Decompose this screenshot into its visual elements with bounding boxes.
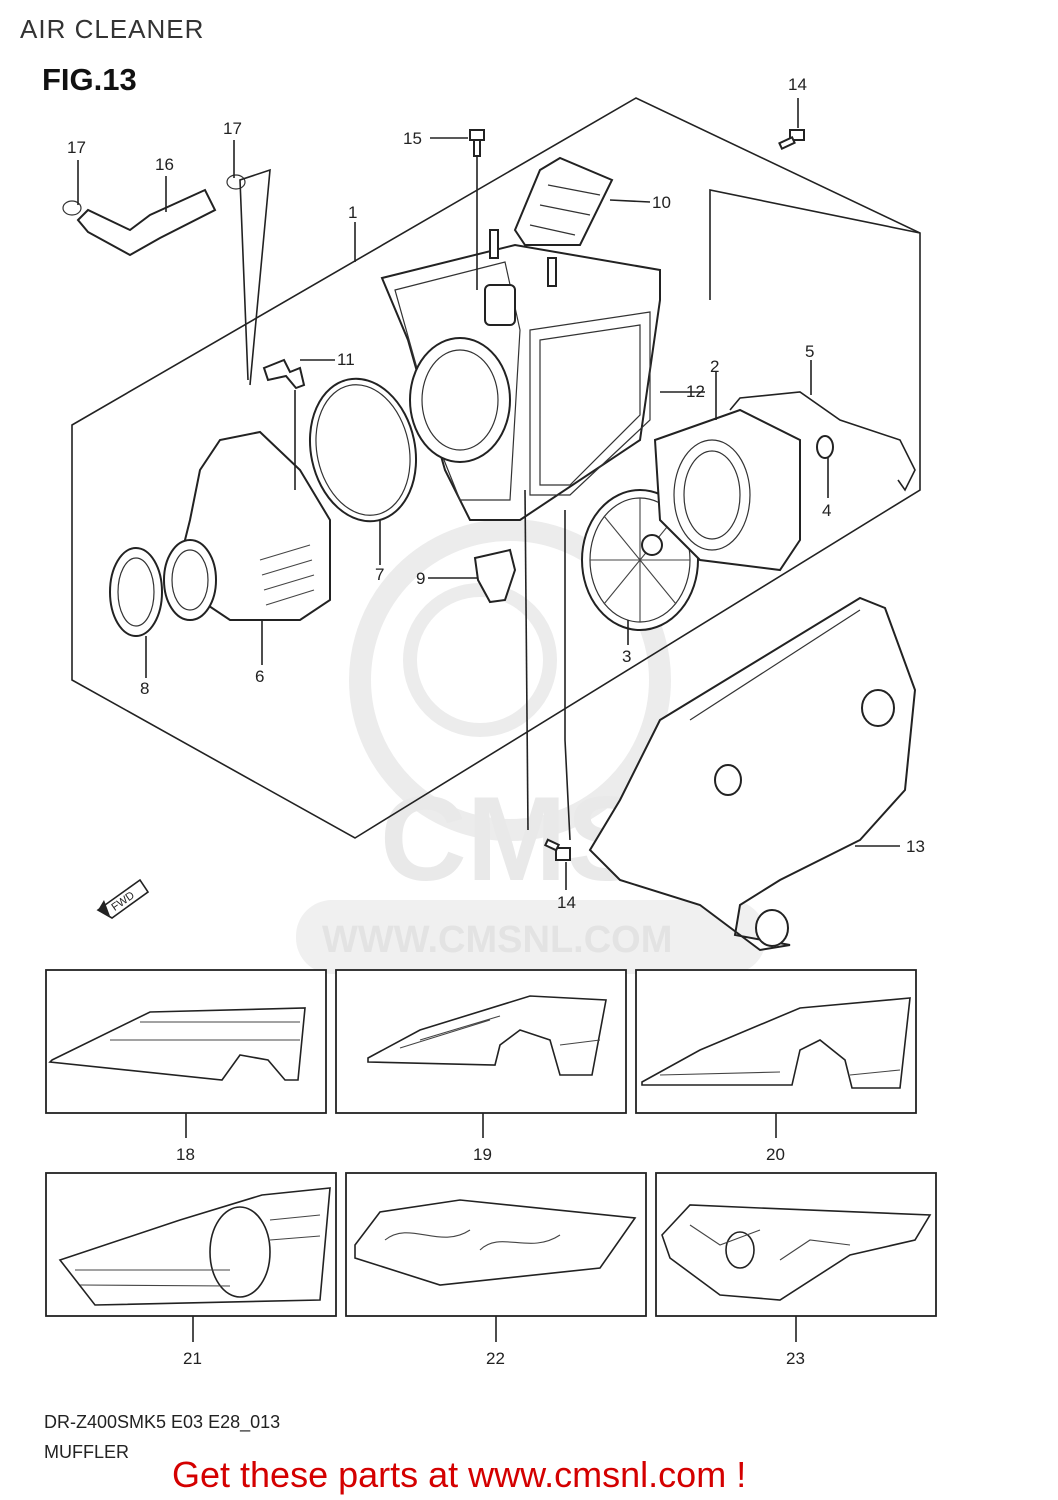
callout-11: 11 bbox=[337, 350, 355, 369]
callout-17-right: 17 bbox=[223, 119, 242, 138]
callout-4: 4 bbox=[822, 501, 831, 520]
decal-18: 18 bbox=[45, 969, 327, 1164]
side-cover bbox=[588, 596, 917, 952]
callout-2: 2 bbox=[710, 357, 719, 376]
breather-hose bbox=[62, 174, 246, 257]
decal-20-label: 20 bbox=[766, 1145, 785, 1164]
retainer-wire bbox=[729, 391, 916, 492]
leader-lines bbox=[77, 98, 921, 890]
callout-9: 9 bbox=[416, 569, 425, 588]
callout-10: 10 bbox=[652, 193, 671, 212]
callout-6: 6 bbox=[255, 667, 264, 686]
decal-21-label: 21 bbox=[183, 1349, 202, 1368]
next-section-link[interactable]: MUFFLER bbox=[44, 1442, 129, 1462]
callout-15: 15 bbox=[403, 129, 422, 148]
decal-23-label: 23 bbox=[786, 1349, 805, 1368]
intake-boot bbox=[513, 156, 614, 246]
decal-22-label: 22 bbox=[486, 1349, 505, 1368]
callout-12: 12 bbox=[686, 382, 705, 401]
callout-17-left: 17 bbox=[67, 138, 86, 157]
page-title: AIR CLEANER bbox=[20, 14, 205, 44]
watermark-url: WWW.CMSNL.COM bbox=[322, 919, 672, 961]
callout-5: 5 bbox=[805, 342, 814, 361]
hose-clamp bbox=[109, 547, 163, 637]
bolt-15 bbox=[469, 129, 485, 157]
bolt-14-upper bbox=[778, 129, 805, 151]
figure-label: FIG.13 bbox=[42, 62, 137, 97]
model-code: DR-Z400SMK5 E03 E28_013 bbox=[44, 1412, 281, 1432]
fwd-arrow-icon: FWD bbox=[96, 878, 150, 919]
callout-14-lower: 14 bbox=[557, 893, 576, 912]
intake-tube bbox=[163, 430, 331, 621]
callout-8: 8 bbox=[140, 679, 149, 698]
callout-1: 1 bbox=[348, 203, 357, 222]
decal-18-label: 18 bbox=[176, 1145, 195, 1164]
grommet bbox=[816, 435, 834, 459]
elbow-fitting bbox=[262, 358, 306, 390]
callout-16: 16 bbox=[155, 155, 174, 174]
drain-cap bbox=[473, 548, 517, 604]
callout-14-upper: 14 bbox=[788, 75, 807, 94]
decal-20: 20 bbox=[635, 969, 917, 1164]
decal-19-label: 19 bbox=[473, 1145, 492, 1164]
assembly-group-outline bbox=[71, 97, 921, 839]
decal-23: 23 bbox=[655, 1172, 937, 1368]
callout-3: 3 bbox=[622, 647, 631, 666]
air-cleaner-case bbox=[380, 229, 661, 521]
decal-19: 19 bbox=[335, 969, 627, 1164]
decal-21: 21 bbox=[45, 1172, 337, 1368]
callout-13: 13 bbox=[906, 837, 925, 856]
cta-link[interactable]: Get these parts at www.cmsnl.com ! bbox=[172, 1454, 747, 1495]
callout-7: 7 bbox=[375, 565, 384, 584]
bolt-14-lower bbox=[543, 838, 571, 861]
decal-22: 22 bbox=[345, 1172, 647, 1368]
filter-element bbox=[653, 408, 801, 572]
seal-ring bbox=[308, 377, 418, 523]
